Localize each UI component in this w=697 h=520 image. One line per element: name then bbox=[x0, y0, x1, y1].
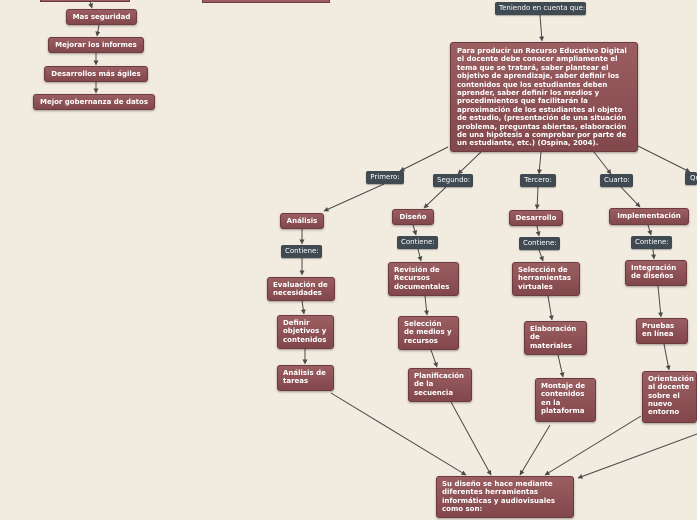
tag-text: Cuarto: bbox=[604, 176, 630, 184]
tag-text: Contiene: bbox=[401, 238, 435, 246]
node-desarrollos-agiles[interactable]: Desarrollos más ágiles bbox=[44, 66, 148, 82]
node-label: Revisión de Recursos documentales bbox=[394, 266, 450, 291]
tag-text: Tercero: bbox=[524, 176, 552, 184]
node-label: Selección de herramientas virtuales bbox=[518, 266, 572, 291]
clipped-node-top-left[interactable] bbox=[40, 0, 130, 2]
edge-medios-to-planificacion bbox=[430, 349, 438, 368]
edge-evaluacion-to-definir bbox=[300, 300, 306, 315]
node-label: Su diseño se hace mediante diferentes he… bbox=[442, 480, 556, 513]
edge-label-to-main bbox=[539, 14, 545, 42]
node-label: Diseño bbox=[399, 212, 427, 221]
edge-desarrollo-to-contiene bbox=[535, 225, 541, 237]
node-label: Desarrollo bbox=[515, 213, 557, 222]
node-herramientas-diseno[interactable]: Su diseño se hace mediante diferentes he… bbox=[436, 476, 574, 518]
node-label: Desarrollos más ágiles bbox=[51, 69, 141, 78]
tag-text: Teniendo en cuenta que: bbox=[499, 4, 586, 12]
tag-text: Segundo: bbox=[437, 176, 471, 184]
label-contiene-desarrollo[interactable]: Contiene: bbox=[519, 237, 560, 250]
node-label: Definir objetivos y contenidos bbox=[283, 319, 327, 344]
node-seleccion-medios[interactable]: Selección de medios y recursos bbox=[398, 316, 459, 350]
node-label: Orientación al docente sobre el nuevo en… bbox=[648, 375, 694, 417]
edge-tercero-to-desarrollo bbox=[534, 186, 540, 210]
edge-orientacion-to-bottom bbox=[544, 415, 642, 476]
node-mejor-gobernanza[interactable]: Mejor gobernanza de datos bbox=[33, 94, 155, 110]
label-tercero[interactable]: Tercero: bbox=[520, 174, 556, 187]
edge-top-to-seguridad bbox=[88, 1, 93, 9]
node-label: Análisis de tareas bbox=[283, 369, 326, 386]
edge-primero-to-analisis bbox=[323, 183, 385, 212]
tag-text: Contiene: bbox=[523, 239, 557, 247]
edge-segundo-to-diseno bbox=[423, 186, 447, 209]
edge-elaboracion-to-montaje bbox=[557, 354, 565, 378]
label-cuarto[interactable]: Cuarto: bbox=[600, 174, 633, 187]
node-pruebas-linea[interactable]: Pruebas en línea bbox=[636, 318, 688, 344]
node-label: Selección de medios y recursos bbox=[404, 320, 452, 345]
node-label: Mejorar los informes bbox=[55, 40, 137, 49]
node-seleccion-herramientas[interactable]: Selección de herramientas virtuales bbox=[512, 262, 580, 296]
label-contiene-analisis[interactable]: Contiene: bbox=[281, 245, 322, 258]
label-contiene-diseno[interactable]: Contiene: bbox=[397, 236, 438, 249]
tag-text: Contiene: bbox=[285, 247, 319, 255]
label-quinto-clipped[interactable]: Qu bbox=[685, 172, 697, 185]
node-main-statement[interactable]: Para producir un Recurso Educativo Digit… bbox=[450, 42, 638, 152]
node-revision-recursos[interactable]: Revisión de Recursos documentales bbox=[388, 262, 459, 296]
node-label: Integración de diseños bbox=[631, 264, 677, 281]
edge-revision-to-medios bbox=[424, 295, 430, 316]
edge-montaje-to-bottom bbox=[519, 424, 551, 476]
node-phase-implementacion[interactable]: Implementación bbox=[609, 208, 689, 225]
node-analisis-tareas[interactable]: Análisis de tareas bbox=[277, 365, 334, 391]
node-label: Implementación bbox=[617, 212, 681, 221]
node-evaluacion-necesidades[interactable]: Evaluación de necesidades bbox=[267, 277, 335, 301]
tag-text: Qu bbox=[690, 174, 697, 182]
node-integracion-disenos[interactable]: Integración de diseños bbox=[625, 260, 687, 286]
label-primero[interactable]: Primero: bbox=[366, 171, 404, 184]
node-label: Pruebas en línea bbox=[642, 322, 675, 339]
edge-main-to-quinto bbox=[637, 145, 691, 173]
edge-contiene-to-seleccion bbox=[538, 249, 544, 262]
node-mejorar-informes[interactable]: Mejorar los informes bbox=[48, 37, 144, 53]
edge-main-to-cuarto bbox=[593, 151, 612, 175]
edge-contiene-to-integracion bbox=[651, 248, 657, 260]
node-phase-diseno[interactable]: Diseño bbox=[392, 209, 434, 225]
label-segundo[interactable]: Segundo: bbox=[433, 174, 473, 187]
node-label: Planificación de la secuencia bbox=[414, 372, 465, 397]
edge-tareas-to-bottom bbox=[330, 392, 467, 476]
edge-integracion-to-pruebas bbox=[657, 285, 664, 318]
node-phase-desarrollo[interactable]: Desarrollo bbox=[509, 210, 563, 226]
node-label: Mejor gobernanza de datos bbox=[39, 97, 149, 106]
node-label: Para producir un Recurso Educativo Digit… bbox=[457, 47, 627, 148]
edge-seguridad-to-informes bbox=[95, 24, 101, 37]
edge-planificacion-to-bottom bbox=[450, 401, 492, 476]
node-phase-analisis[interactable]: Análisis bbox=[280, 213, 324, 229]
tag-text: Contiene: bbox=[635, 238, 669, 246]
node-mas-seguridad[interactable]: Mas seguridad bbox=[66, 9, 137, 25]
clipped-node-top-middle[interactable] bbox=[202, 0, 330, 3]
edge-implementacion-to-contiene bbox=[647, 224, 653, 236]
node-label: Evaluación de necesidades bbox=[273, 281, 328, 298]
edge-offscreen-to-bottom bbox=[577, 433, 697, 479]
edge-diseno-to-contiene bbox=[412, 224, 418, 236]
edge-main-to-primero bbox=[399, 146, 449, 172]
node-planificacion-secuencia[interactable]: Planificación de la secuencia bbox=[408, 368, 472, 402]
edge-herramientas-to-elaboracion bbox=[547, 295, 554, 321]
node-montaje-contenidos[interactable]: Montaje de contenidos en la plataforma bbox=[535, 378, 596, 422]
node-definir-objetivos[interactable]: Definir objetivos y contenidos bbox=[277, 315, 334, 349]
node-label: Montaje de contenidos en la plataforma bbox=[541, 382, 586, 415]
label-teniendo-en-cuenta[interactable]: Teniendo en cuenta que: bbox=[495, 2, 586, 15]
node-elaboracion-materiales[interactable]: Elaboración de materiales bbox=[524, 321, 587, 355]
node-label: Elaboración de materiales bbox=[530, 325, 577, 350]
edge-cuarto-to-implementacion bbox=[620, 186, 641, 208]
label-contiene-implementacion[interactable]: Contiene: bbox=[631, 236, 672, 249]
node-label: Análisis bbox=[286, 216, 318, 225]
edge-main-to-tercero bbox=[536, 151, 542, 175]
node-label: Mas seguridad bbox=[72, 12, 131, 21]
edge-main-to-segundo bbox=[457, 151, 482, 175]
tag-text: Primero: bbox=[370, 173, 400, 181]
edge-contiene-to-revision bbox=[417, 248, 423, 262]
node-orientacion-docente[interactable]: Orientación al docente sobre el nuevo en… bbox=[642, 371, 697, 423]
edge-pruebas-to-orientacion bbox=[663, 343, 671, 371]
